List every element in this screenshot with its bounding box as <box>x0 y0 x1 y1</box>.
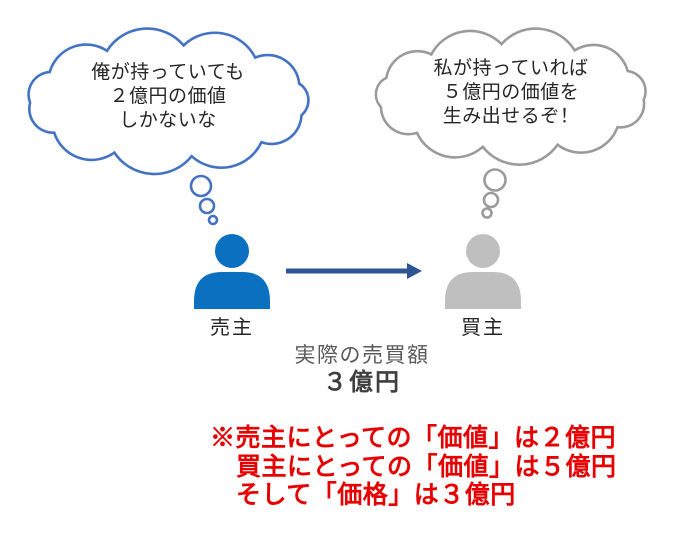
buyer-thought-cloud <box>374 27 647 219</box>
transaction-arrow-icon <box>286 263 422 279</box>
value-price-note: ※売主にとっての「価値」は２億円 買主にとっての「価値」は５億円 そして「価格」… <box>210 424 617 510</box>
buyer-thought-line: 生み出せるぞ！ <box>442 106 580 127</box>
buyer-label: 買主 <box>461 317 505 339</box>
transaction-caption: 実際の売買額 <box>294 344 430 367</box>
seller-thought-line: ２億円の価値 <box>109 86 227 107</box>
seller-thought-text: 俺が持っていても ２億円の価値 しかないな <box>28 61 308 133</box>
seller-person-icon <box>194 234 270 309</box>
seller-thought-line: しかないな <box>119 110 217 131</box>
transaction-amount: ３億円 <box>323 369 401 396</box>
buyer-thought-line: 私が持っていれば <box>433 58 589 79</box>
note-line-price: そして「価格」は３億円 <box>236 481 516 509</box>
seller-label: 売主 <box>210 317 254 339</box>
note-line-buyer-value: 買主にとっての「価値」は５億円 <box>236 452 617 481</box>
buyer-person-icon <box>445 234 521 309</box>
note-line-seller-value: ※売主にとっての「価値」は２億円 <box>210 424 617 452</box>
buyer-thought-line: ５億円の価値を <box>442 82 580 103</box>
seller-thought-line: 俺が持っていても <box>91 62 245 83</box>
buyer-thought-text: 私が持っていれば ５億円の価値を 生み出せるぞ！ <box>371 57 651 129</box>
seller-thought-cloud <box>27 27 310 226</box>
